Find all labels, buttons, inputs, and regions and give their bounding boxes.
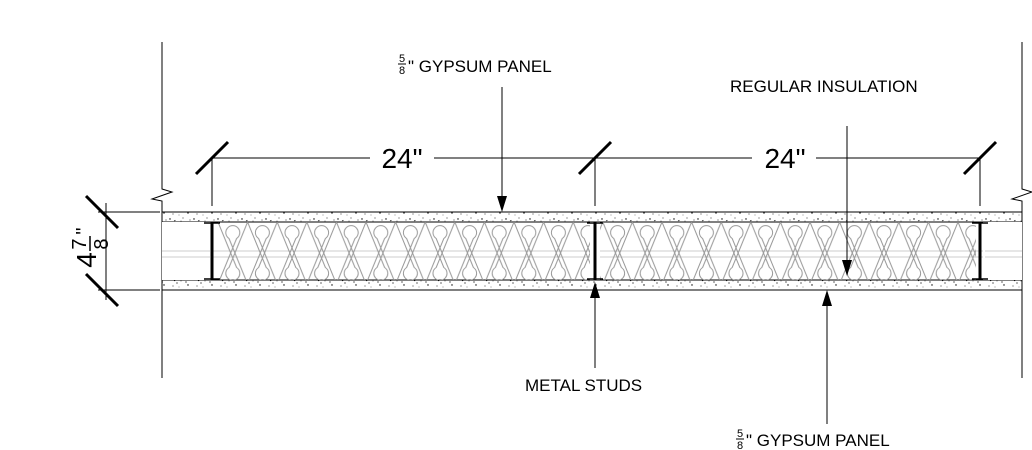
spacing-right-value: 24" (764, 143, 805, 174)
tick-right (962, 140, 998, 176)
svg-text:": " (73, 227, 95, 234)
svg-text:8: 8 (91, 238, 113, 249)
svg-text:5: 5 (737, 428, 743, 440)
top-gypsum-panel-label: 5 8 " GYPSUM PANEL (398, 53, 552, 77)
wall-assembly (161, 211, 1023, 291)
tick-left (194, 140, 230, 176)
wall-thickness-dimension (84, 194, 160, 308)
metal-stud-right (972, 222, 988, 280)
stud-spacing-dimension (194, 140, 998, 206)
insulation-label: REGULAR INSULATION (730, 77, 918, 96)
tick-middle (577, 140, 613, 176)
tick-top (84, 194, 120, 230)
metal-studs-label: METAL STUDS (525, 376, 642, 395)
top-gypsum-panel (161, 211, 1023, 223)
wall-thickness-value: 4 7 8 " (69, 227, 113, 267)
metal-stud-middle (587, 222, 603, 280)
svg-text:5: 5 (399, 53, 405, 65)
studs-leader (590, 282, 600, 368)
svg-text:" GYPSUM PANEL: " GYPSUM PANEL (408, 57, 552, 76)
arrowhead (842, 260, 852, 276)
bottom-panel-leader (822, 290, 832, 424)
svg-text:4: 4 (71, 252, 102, 268)
arrowhead (822, 290, 832, 306)
arrowhead (497, 196, 507, 212)
svg-text:8: 8 (737, 440, 743, 450)
right-break-line (1010, 42, 1032, 378)
insulation-leader (842, 126, 852, 276)
bottom-gypsum-panel (161, 279, 1023, 291)
tick-bottom (84, 272, 120, 308)
left-break-line (150, 42, 174, 378)
metal-stud-left (204, 222, 220, 280)
svg-text:7: 7 (69, 238, 91, 249)
svg-text:" GYPSUM PANEL: " GYPSUM PANEL (746, 431, 890, 450)
bottom-gypsum-panel-label: 5 8 " GYPSUM PANEL (736, 428, 890, 450)
arrowhead (590, 282, 600, 298)
top-panel-leader (497, 87, 507, 212)
spacing-left-value: 24" (381, 143, 422, 174)
svg-text:8: 8 (399, 65, 405, 77)
